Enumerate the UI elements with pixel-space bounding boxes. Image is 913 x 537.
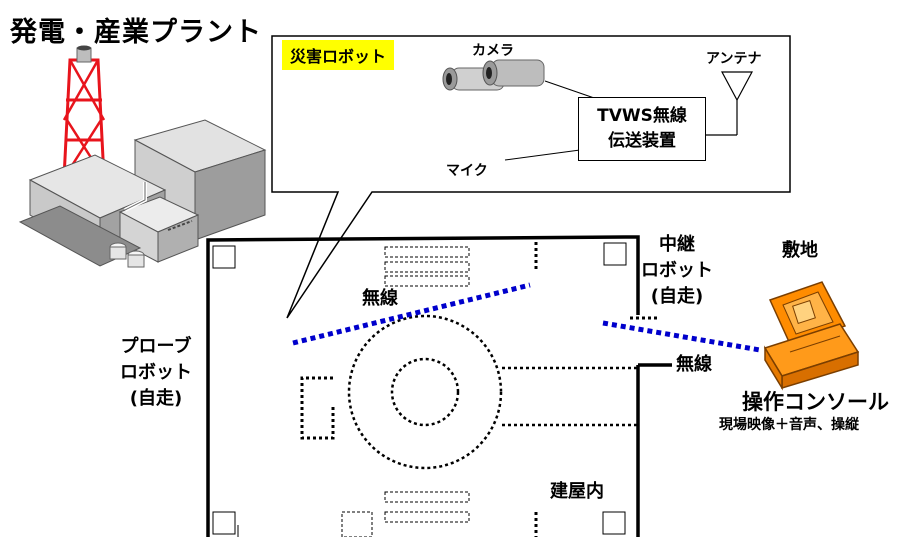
console-case-icon	[763, 281, 860, 391]
wireless-label-right: 無線	[676, 354, 712, 375]
probe-robot-label: プローブ ロボット (自走)	[110, 334, 202, 412]
plant-building-icon	[18, 119, 267, 268]
antenna-icon	[704, 71, 754, 136]
antenna-label: アンテナ	[706, 51, 762, 67]
relay-robot-line1: 中継	[659, 234, 695, 255]
console-label: 操作コンソール	[742, 390, 889, 414]
building-floorplan	[206, 235, 672, 537]
probe-robot-line3: (自走)	[129, 388, 183, 409]
probe-robot-line1: プローブ	[120, 336, 192, 357]
tvws-label-line2: 伝送装置	[608, 131, 676, 151]
relay-robot-label: 中継 ロボット (自走)	[637, 232, 717, 310]
mic-connector	[504, 149, 581, 161]
camera-connector	[544, 80, 601, 101]
mic-label: マイク	[446, 163, 488, 179]
tvws-transmitter-box: TVWS無線 伝送装置	[578, 97, 706, 161]
wireless-link-probe-relay	[292, 282, 531, 346]
console-sublabel: 現場映像＋音声、操縦	[719, 417, 859, 433]
camera-label: カメラ	[472, 43, 514, 59]
wireless-link-relay-console	[602, 320, 761, 353]
site-label: 敷地	[782, 240, 818, 261]
page-title: 発電・産業プラント	[10, 17, 262, 48]
tvws-label-line1: TVWS無線	[597, 106, 687, 126]
probe-robot-line2: ロボット	[120, 362, 192, 383]
wireless-label-left: 無線	[362, 288, 398, 309]
relay-robot-line3: (自走)	[650, 286, 704, 307]
camera-icon	[442, 59, 545, 91]
plant-illustration	[18, 45, 267, 268]
relay-robot-line2: ロボット	[641, 260, 713, 281]
disaster-robot-badge: 災害ロボット	[282, 40, 395, 70]
building-interior-label: 建屋内	[550, 481, 604, 502]
